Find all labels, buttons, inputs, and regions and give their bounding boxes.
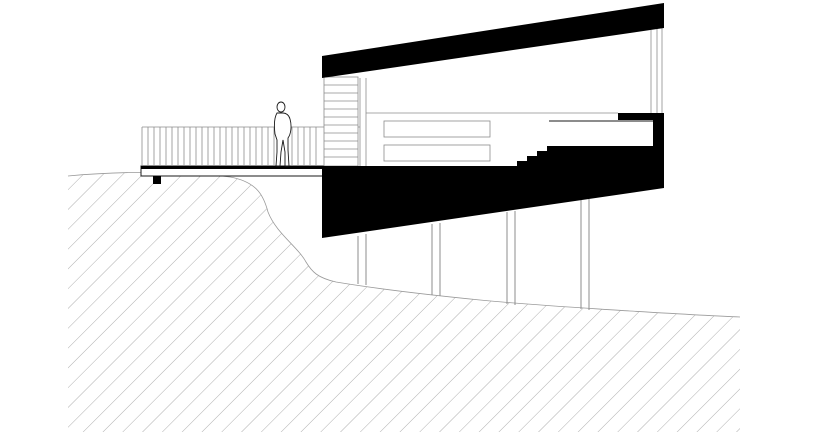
cabinet-upper: [383, 120, 491, 138]
column-3: [506, 211, 516, 305]
support-columns: [357, 199, 590, 310]
column-4: [580, 199, 590, 310]
cabinet-lower: [383, 144, 491, 162]
terrain-outline: [67, 171, 741, 318]
wall-cladding: [323, 76, 359, 167]
interior-staircase: [517, 113, 664, 166]
deck-edge-black: [141, 166, 326, 169]
building-shell: [322, 3, 664, 238]
figure-body: [273, 112, 292, 167]
railing-balusters: [147, 127, 317, 166]
floor-slab-cantilever: [322, 166, 664, 238]
human-figure: [273, 101, 292, 167]
interior-elements: [359, 26, 663, 166]
column-2: [431, 223, 441, 296]
figure-head: [276, 101, 286, 113]
roof-slab: [322, 3, 664, 78]
column-1: [357, 234, 367, 285]
deck-support-block: [153, 176, 161, 184]
interior-bench: [549, 120, 653, 122]
